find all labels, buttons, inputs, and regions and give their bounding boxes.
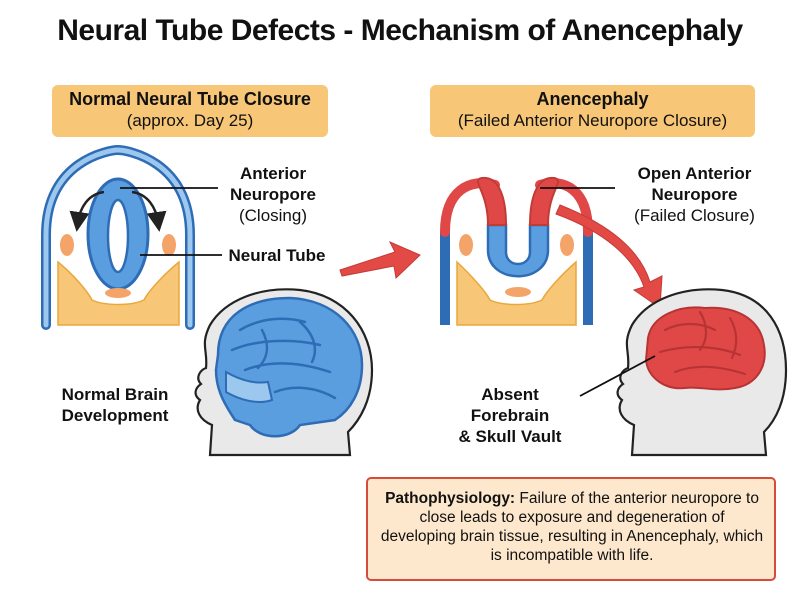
anencephaly-neural-tube-section — [440, 176, 593, 326]
neural-tube-label: Neural Tube — [228, 246, 326, 265]
defect-notochord — [505, 287, 531, 297]
normal-inner-ectoderm — [43, 147, 193, 328]
open-neural-plate-blue — [486, 223, 550, 278]
defect-mesoderm — [456, 260, 577, 326]
normal-closure-header: Normal Neural Tube Closure (approx. Day … — [52, 85, 328, 137]
normal-closure-title: Normal Neural Tube Closure — [69, 89, 311, 109]
pathophysiology-box: Pathophysiology: Failure of the anterior… — [366, 477, 776, 581]
normal-somite-left — [60, 234, 74, 256]
anencephaly-head — [616, 288, 788, 457]
closing-arrow-left — [69, 190, 105, 232]
normal-neural-tube-section — [41, 144, 195, 330]
normal-brain-label: Normal Brain Development — [40, 384, 190, 426]
closing-arrow-right — [131, 190, 167, 232]
normal-somite-right — [162, 234, 176, 256]
normal-brain-line1: Normal Brain — [61, 385, 169, 404]
anencephaly-title: Anencephaly — [536, 89, 649, 109]
anterior-neuropore-label: Anterior Neuropore (Closing) — [218, 163, 328, 226]
open-neural-plate-red — [476, 176, 560, 226]
normal-brain-folds — [230, 317, 337, 400]
transition-arrow — [339, 240, 421, 280]
open-neuropore-line2: Neuropore — [651, 185, 738, 204]
pathophysiology-text: Failure of the anterior neuropore to clo… — [380, 490, 764, 564]
exposed-brain-folds — [658, 310, 747, 376]
absent-forebrain-line2: & Skull Vault — [458, 427, 562, 446]
open-neuropore-line3: (Failed Closure) — [634, 206, 755, 225]
page-title: Neural Tube Defects - Mechanism of Anenc… — [57, 14, 743, 47]
absent-forebrain-line1: Absent Forebrain — [470, 385, 550, 425]
absent-forebrain-leader — [579, 355, 656, 397]
normal-neural-canal — [106, 198, 130, 274]
normal-brain-line2: Development — [61, 406, 169, 425]
degeneration-arrow — [555, 204, 663, 309]
anterior-neuropore-line1: Anterior — [239, 164, 307, 183]
anterior-neuropore-line2: Neuropore — [230, 185, 316, 204]
anencephaly-subtitle: (Failed Anterior Neuropore Closure) — [457, 111, 728, 130]
absent-forebrain-label: Absent Forebrain & Skull Vault — [440, 384, 580, 447]
normal-mesoderm — [57, 260, 180, 326]
normal-head — [194, 288, 374, 457]
anterior-neuropore-line3: (Closing) — [238, 206, 308, 225]
normal-closure-subtitle: (approx. Day 25) — [126, 111, 254, 130]
normal-notochord — [105, 288, 131, 298]
pathophysiology-heading: Pathophysiology: — [385, 490, 520, 507]
normal-face-bones — [225, 370, 274, 403]
anencephaly-header: Anencephaly (Failed Anterior Neuropore C… — [430, 85, 755, 137]
defect-somite-right — [560, 234, 574, 256]
open-neuropore-label: Open Anterior Neuropore (Failed Closure) — [612, 163, 777, 226]
open-neuropore-line1: Open Anterior — [637, 164, 752, 183]
defect-somite-left — [459, 234, 473, 256]
